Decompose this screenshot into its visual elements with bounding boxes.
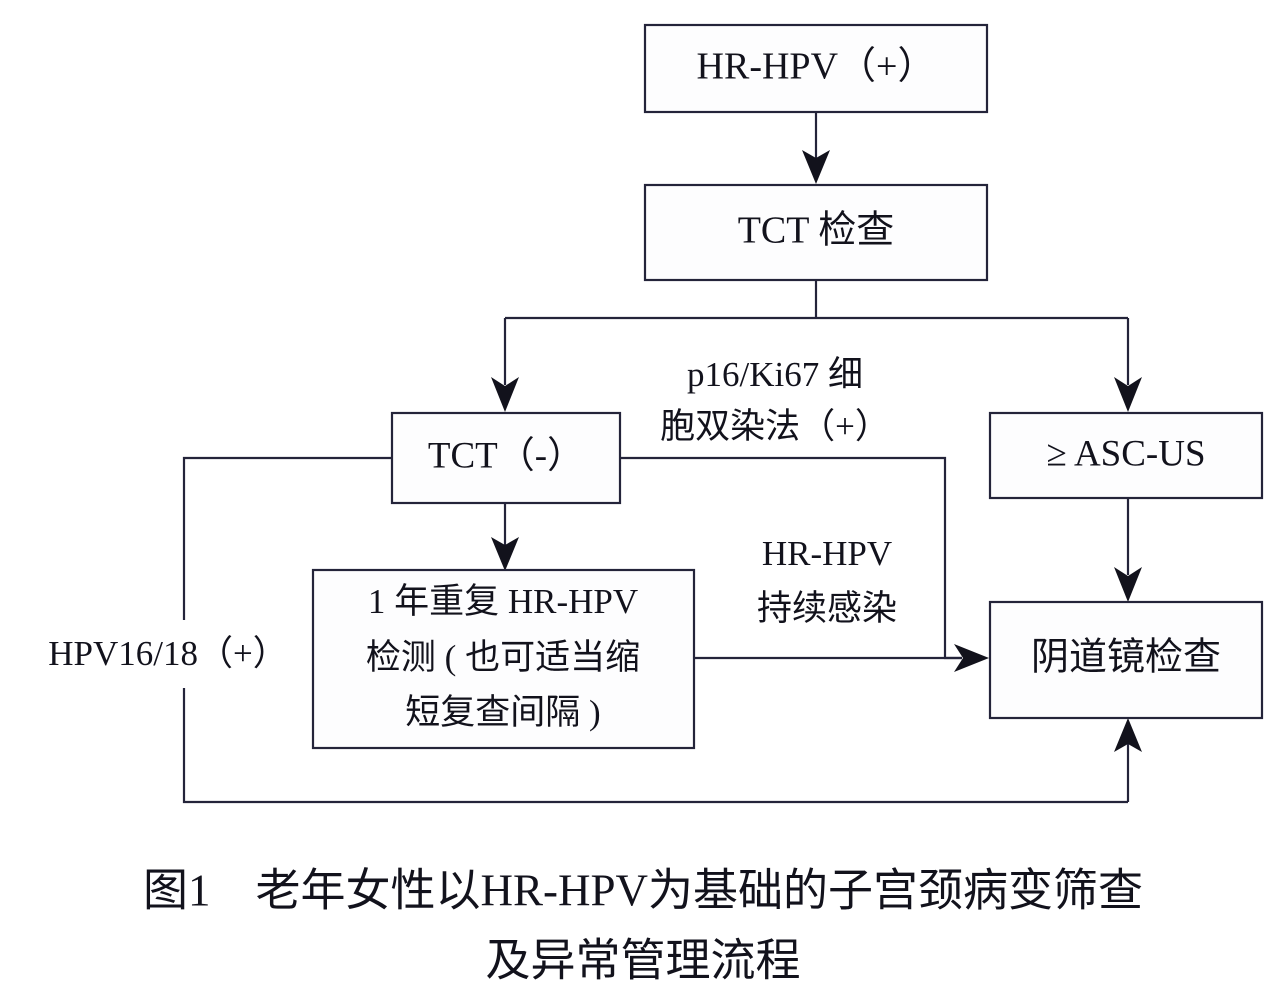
node-colposcopy-label: 阴道镜检查 — [1031, 637, 1221, 679]
figure-caption: 图1 老年女性以HR-HPV为基础的子宫颈病变筛查 及异常管理流程 — [143, 865, 1143, 985]
edge-label-p16-ki67-line2: 胞双染法（+） — [660, 407, 890, 446]
edge-label-p16-ki67-line1: p16/Ki67 细 — [687, 355, 863, 394]
node-hr-hpv-positive[interactable]: HR-HPV（+） — [643, 23, 989, 114]
node-asc-us-label: ≥ ASC-US — [1046, 433, 1205, 474]
edge-label-hpv-16-18: HPV16/18（+） — [48, 634, 287, 673]
node-tct-exam[interactable]: TCT 检查 — [643, 183, 989, 282]
node-hr-hpv-positive-label: HR-HPV（+） — [697, 46, 936, 88]
edge-ascus-to-colposcopy — [1114, 498, 1142, 602]
node-tct-negative-label: TCT（-） — [428, 435, 584, 476]
edge-hpv1618-to-colposcopy — [182, 456, 1142, 804]
edge-label-hr-hpv-persistent: HR-HPV 持续感染 — [757, 534, 897, 628]
node-colposcopy[interactable]: 阴道镜检查 — [988, 600, 1264, 720]
node-repeat-test-line3: 短复查间隔 ) — [405, 693, 600, 732]
edge-tct-split — [491, 280, 1142, 412]
edge-hrhpv-to-tct — [802, 112, 830, 184]
edge-label-hr-hpv-persistent-line1: HR-HPV — [762, 534, 892, 573]
node-tct-exam-label: TCT 检查 — [738, 210, 895, 252]
node-repeat-test-line2: 检测 ( 也可适当缩 — [366, 638, 640, 677]
edge-label-hpv-16-18-text: HPV16/18（+） — [48, 634, 287, 673]
edge-label-hr-hpv-persistent-line2: 持续感染 — [757, 589, 897, 628]
node-repeat-test-line1: 1 年重复 HR-HPV — [368, 582, 638, 621]
node-repeat-hr-hpv-test[interactable]: 1 年重复 HR-HPV 检测 ( 也可适当缩 短复查间隔 ) — [311, 568, 696, 750]
edge-tctneg-to-repeat — [491, 503, 519, 571]
figure-caption-line1: 图1 老年女性以HR-HPV为基础的子宫颈病变筛查 — [143, 865, 1143, 915]
node-tct-negative[interactable]: TCT（-） — [390, 411, 622, 505]
node-asc-us[interactable]: ≥ ASC-US — [988, 411, 1264, 500]
figure-caption-line2: 及异常管理流程 — [485, 935, 800, 985]
edge-label-p16-ki67: p16/Ki67 细 胞双染法（+） — [660, 355, 890, 446]
